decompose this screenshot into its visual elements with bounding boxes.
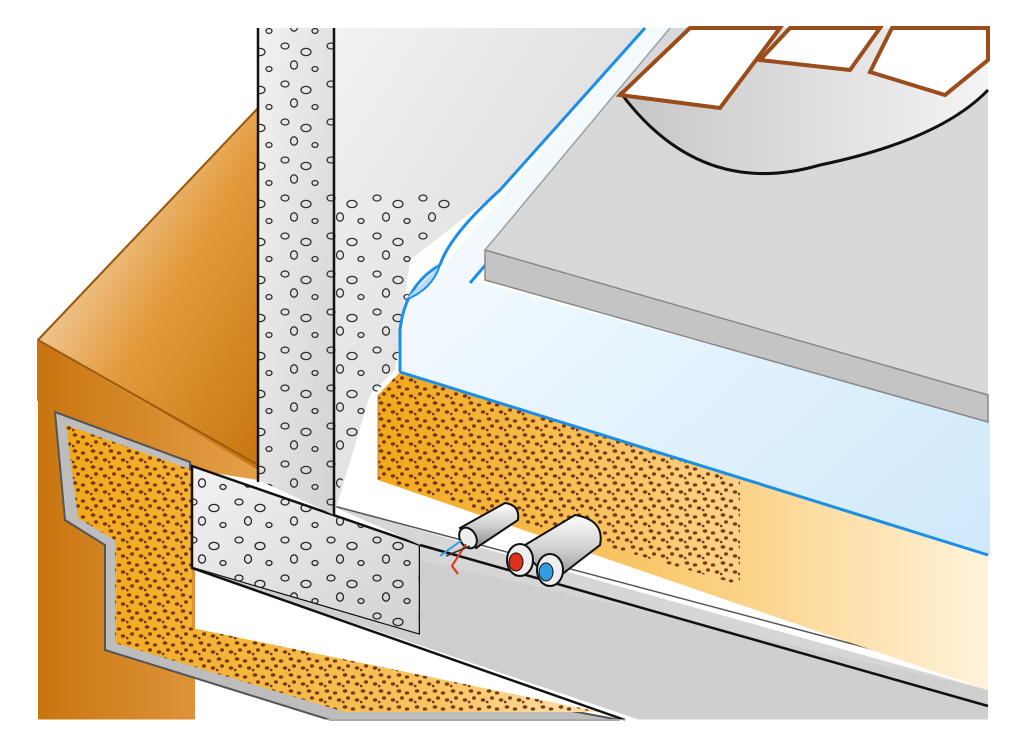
twin-pipe-icon [506, 513, 602, 587]
gravel-layer-under-slab [377, 372, 988, 690]
floor-tiles [615, 26, 990, 176]
cable-conduit-icon [439, 501, 520, 575]
